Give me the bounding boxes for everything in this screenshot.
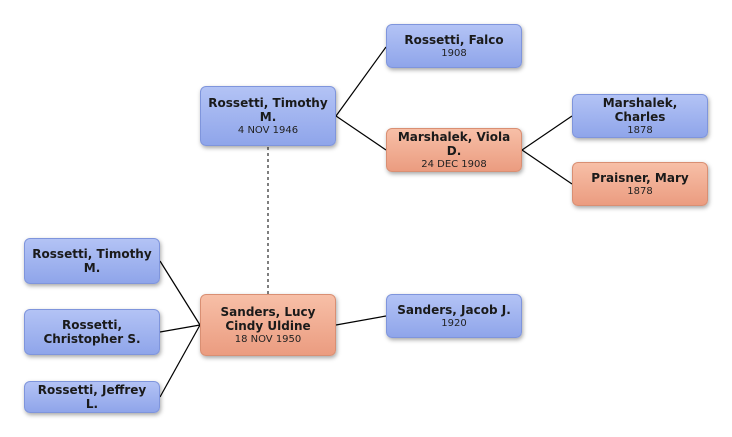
person-card-timothy-rossetti-sr[interactable]: Rossetti, Timothy M. 4 NOV 1946 [200,86,336,146]
connector-lucy-jeffrey [159,324,201,398]
connector-lucy-christopher [159,324,201,333]
person-card-mary-praisner[interactable]: Praisner, Mary 1878 [572,162,708,206]
person-card-falco-rossetti[interactable]: Rossetti, Falco 1908 [386,24,522,68]
connector-lucy-timothy-jr [159,260,201,326]
connector-viola-mary [521,149,573,185]
person-card-christopher-rossetti[interactable]: Rossetti, Christopher S. [24,309,160,355]
person-birth-date: 1878 [627,124,653,136]
person-birth-date: 4 NOV 1946 [237,124,299,136]
connector-lucy-jacob [335,315,387,326]
person-name: Rossetti, Falco [404,32,504,47]
person-birth-date: 1920 [441,317,467,329]
person-card-lucy-sanders[interactable]: Sanders, Lucy Cindy Uldine 18 NOV 1950 [200,294,336,356]
person-birth-date: 18 NOV 1950 [234,333,302,345]
person-card-charles-marshalek[interactable]: Marshalek, Charles 1878 [572,94,708,138]
person-name: Rossetti, Timothy M. [208,95,328,124]
person-card-jeffrey-rossetti[interactable]: Rossetti, Jeffrey L. [24,381,160,413]
connector-timothy-viola [335,115,387,151]
person-birth-date: 1878 [627,185,653,197]
person-name: Marshalek, Charles [602,95,678,124]
person-name: Rossetti, Jeffrey L. [37,383,147,411]
person-birth-date: 1908 [441,47,467,59]
person-name: Marshalek, Viola D. [397,129,511,158]
person-name: Sanders, Jacob J. [397,302,511,317]
person-name: Sanders, Lucy Cindy Uldine [220,304,316,333]
person-name: Praisner, Mary [591,170,689,185]
person-card-timothy-rossetti-jr[interactable]: Rossetti, Timothy M. [24,238,160,284]
person-card-jacob-sanders[interactable]: Sanders, Jacob J. 1920 [386,294,522,338]
connector-viola-charles [521,115,573,151]
person-card-viola-marshalek[interactable]: Marshalek, Viola D. 24 DEC 1908 [386,128,522,172]
person-name: Rossetti, Timothy M. [32,247,152,275]
person-birth-date: 24 DEC 1908 [421,158,487,170]
person-name: Rossetti, Christopher S. [43,318,141,346]
connector-timothy-falco [335,46,387,117]
